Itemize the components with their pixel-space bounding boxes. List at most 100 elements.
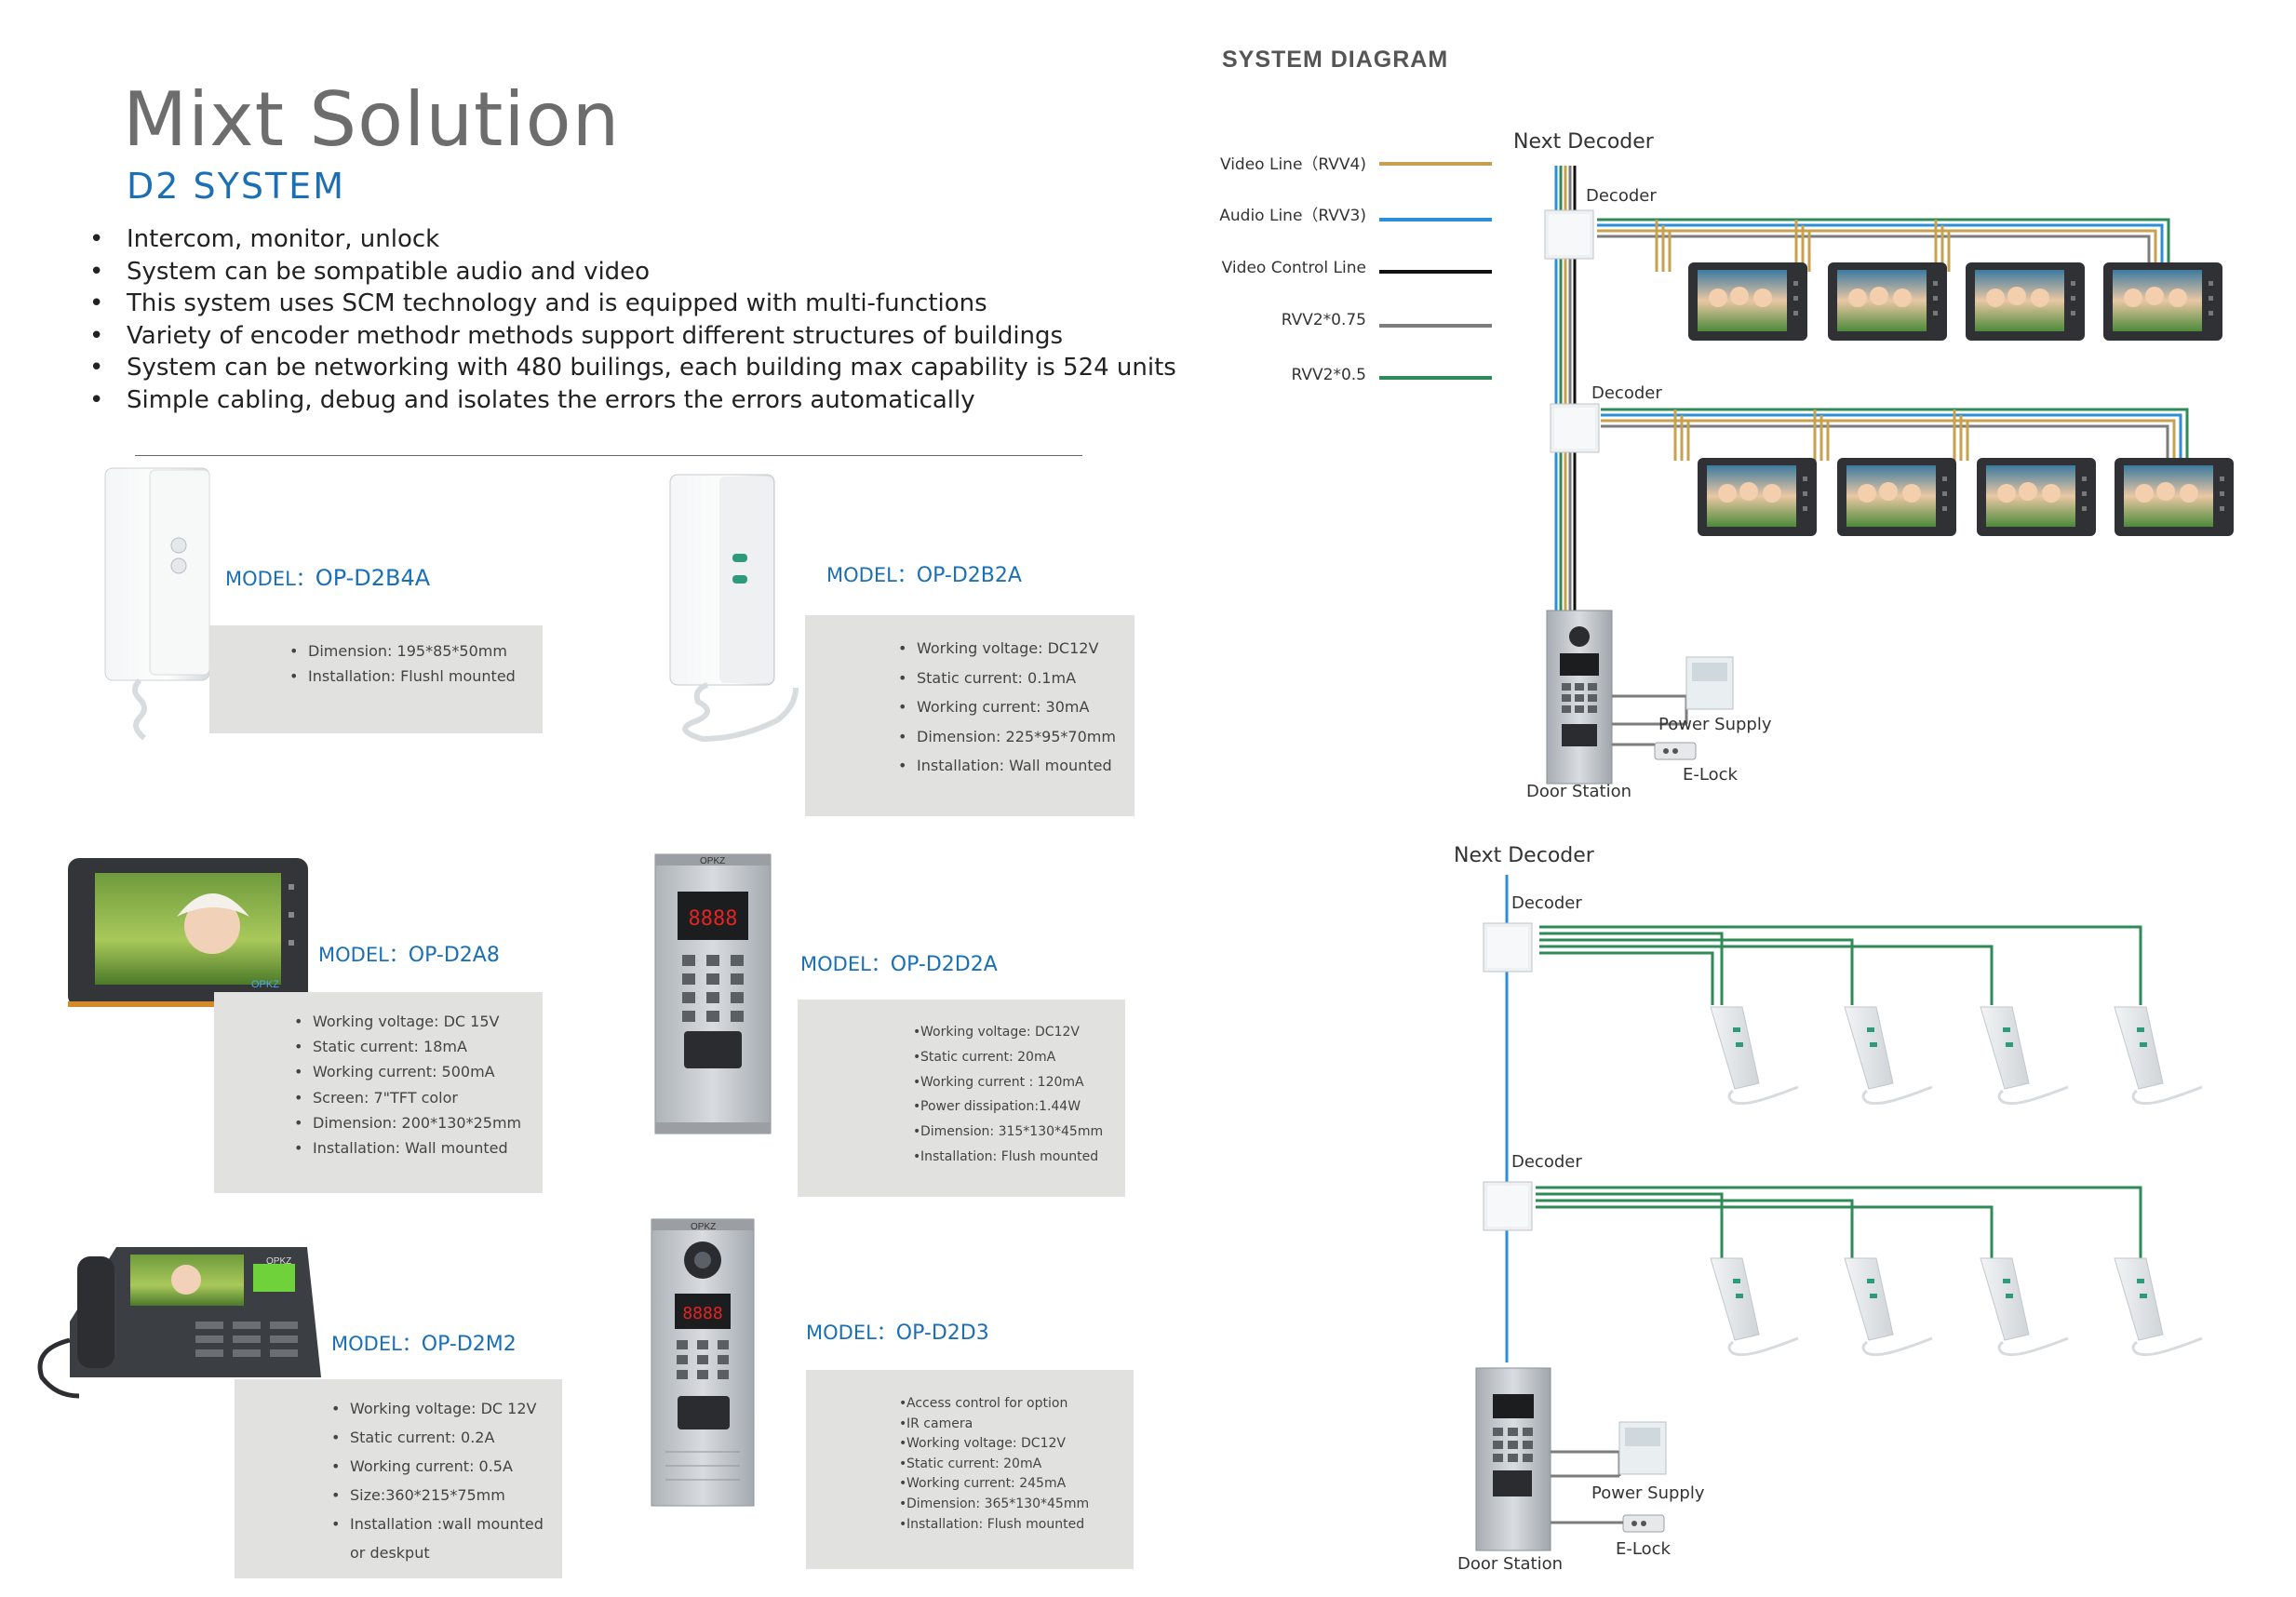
feature-item: •Intercom, monitor, unlock: [89, 225, 440, 253]
spec-box: •Working voltage: DC 12V •Static current…: [235, 1379, 562, 1578]
spec-item: •Static current: 20mA: [899, 1456, 1042, 1471]
spec-item: •Static current: 18mA: [294, 1038, 467, 1056]
model-label: MODEL：OP-D2B2A: [826, 564, 1022, 587]
page-title: Mixt Solution: [123, 76, 621, 163]
door-station-d2d2a-image: 8888: [654, 853, 772, 1134]
handset: [1843, 1005, 1934, 1106]
door-station-label: Door Station: [1526, 782, 1632, 801]
door-station-d2d3-image: 8888: [651, 1218, 755, 1507]
spec-box: •Working voltage: DC12V •Static current:…: [798, 1000, 1125, 1197]
door-station-bottom: [1475, 1367, 1551, 1551]
feature-list: •Intercom, monitor, unlock •System can b…: [89, 223, 1176, 416]
model-label: MODEL：OP-D2B4A: [225, 565, 431, 591]
decoder-box: [1483, 1181, 1533, 1231]
spec-item: •Installation: Flush mounted: [913, 1148, 1099, 1164]
spec-item: •Dimension: 195*85*50mm: [289, 642, 507, 660]
monitor: [1977, 458, 2096, 536]
spec-item: •Working current: 500mA: [294, 1063, 495, 1081]
spec-item: •Dimension: 200*130*25mm: [294, 1113, 522, 1132]
handset: [1979, 1005, 2070, 1106]
e-lock-label: E-Lock: [1616, 1539, 1671, 1559]
e-lock-top: [1654, 742, 1697, 760]
monitor: [1688, 262, 1807, 341]
spec-item: •Installation: Wall mounted: [898, 757, 1112, 774]
handset: [2113, 1256, 2204, 1357]
spec-item: •Access control for option: [899, 1396, 1068, 1411]
spec-item: •Installation: Flush mounted: [899, 1516, 1085, 1532]
feature-item: •This system uses SCM technology and is …: [89, 289, 987, 317]
desk-phone-d2m2-image: [37, 1247, 321, 1399]
next-decoder-label: Next Decoder: [1513, 130, 1654, 154]
feature-item: •System can be sompatible audio and vide…: [89, 257, 651, 286]
spec-item: •Size:360*215*75mm: [331, 1486, 505, 1504]
decoder-label: Decoder: [1511, 893, 1582, 913]
feature-item: •Variety of encoder methodr methods supp…: [89, 321, 1064, 350]
spec-box: •Dimension: 195*85*50mm •Installation: F…: [209, 625, 543, 733]
spec-item: •Static current: 0.2A: [331, 1429, 495, 1446]
spec-item: •Dimension: 225*95*70mm: [898, 727, 1116, 745]
legend-label: Video Line（RVV4): [1219, 155, 1366, 174]
monitor: [1828, 262, 1947, 341]
handset-d2b2a-image: [669, 474, 799, 743]
svg-text:8888: 8888: [682, 1304, 722, 1323]
spec-box: •Access control for option •IR camera •W…: [806, 1370, 1134, 1569]
model-label: MODEL：OP-D2A8: [318, 944, 500, 967]
bottom-bus-2: [1536, 1186, 2142, 1258]
spec-item: •Working current : 120mA: [913, 1074, 1084, 1090]
decoder-box: [1483, 922, 1533, 973]
power-supply-label: Power Supply: [1591, 1483, 1705, 1503]
monitor-d2a8-image: [68, 858, 308, 1007]
legend-label: RVV2*0.75: [1281, 311, 1366, 329]
decoder-label: Decoder: [1591, 383, 1662, 403]
feature-item: •System can be networking with 480 buili…: [89, 354, 1176, 382]
spec-item: •Working voltage: DC 15V: [294, 1013, 500, 1030]
spec-item: •Working current: 30mA: [898, 698, 1090, 716]
decoder-box: [1550, 403, 1600, 453]
monitor: [1966, 262, 2085, 341]
svg-text:8888: 8888: [689, 907, 738, 931]
handset: [1709, 1005, 1800, 1106]
spec-item: •Working voltage: DC12V: [913, 1025, 1080, 1040]
handset: [1979, 1256, 2070, 1357]
spec-item: •Installation :wall mounted: [331, 1515, 544, 1533]
spec-item: •Working voltage: DC12V: [899, 1436, 1066, 1452]
monitor: [1837, 458, 1956, 536]
product-illustrations: 8888 8888: [37, 467, 799, 1507]
model-label: MODEL：OP-D2D3: [806, 1322, 989, 1345]
model-label: MODEL：OP-D2D2A: [800, 953, 998, 976]
spec-item: •Working current: 0.5A: [331, 1457, 513, 1475]
spec-item: •Screen: 7"TFT color: [294, 1088, 458, 1107]
brand-label: OPKZ: [700, 856, 726, 866]
power-supply-top: [1685, 656, 1734, 710]
feature-item: •Simple cabling, debug and isolates the …: [89, 385, 975, 414]
power-supply-bottom: [1618, 1421, 1667, 1475]
e-lock-label: E-Lock: [1683, 765, 1738, 785]
monitor: [2103, 262, 2222, 341]
spec-item: •Dimension: 315*130*45mm: [913, 1124, 1104, 1140]
door-station-top: [1546, 610, 1613, 785]
brand-label: OPKZ: [266, 1256, 292, 1267]
divider: [135, 455, 1082, 456]
spec-item: •Static current: 20mA: [913, 1049, 1056, 1065]
spec-box: •Working voltage: DC12V •Static current:…: [805, 615, 1135, 816]
spec-item: or deskput: [350, 1544, 430, 1562]
spec-item: •Dimension: 365*130*45mm: [899, 1496, 1090, 1511]
legend-label: Audio Line（RVV3): [1219, 207, 1366, 225]
handset: [1709, 1256, 1800, 1357]
spec-item: •Working voltage: DC 12V: [331, 1400, 537, 1417]
top-bus-1: [1597, 218, 2170, 272]
spec-box: •Working voltage: DC 15V •Static current…: [214, 992, 543, 1193]
spec-item: •Static current: 0.1mA: [898, 668, 1077, 687]
decoder-box: [1544, 209, 1594, 260]
door-station-label: Door Station: [1457, 1554, 1564, 1574]
spec-item: •Installation: Flushl mounted: [289, 667, 516, 685]
legend-label: RVV2*0.5: [1291, 366, 1367, 384]
next-decoder-label: Next Decoder: [1454, 844, 1594, 867]
bottom-bus-1: [1539, 925, 2142, 1005]
model-label: MODEL：OP-D2M2: [331, 1333, 517, 1356]
monitor: [1698, 458, 1817, 536]
spec-item: •Working voltage: DC12V: [898, 639, 1099, 657]
spec-item: •Installation: Wall mounted: [294, 1139, 508, 1158]
spec-item: •Power dissipation:1.44W: [913, 1099, 1081, 1115]
